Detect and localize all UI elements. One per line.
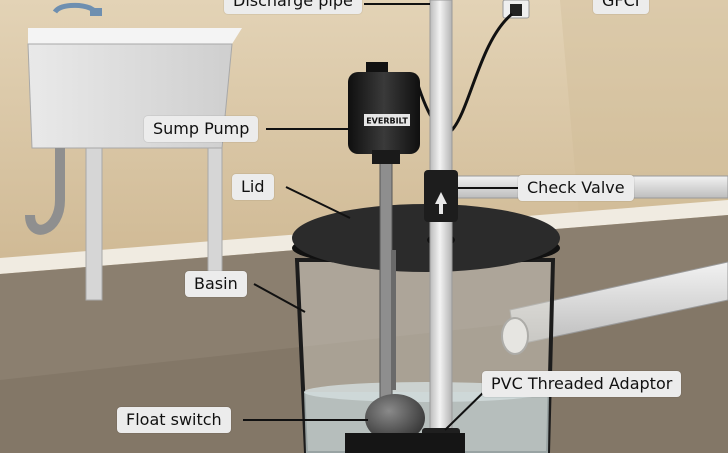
outlet-plug [510, 4, 522, 16]
label-pvc-adaptor: PVC Threaded Adaptor [482, 371, 682, 397]
lid [292, 204, 560, 272]
label-check-valve: Check Valve [518, 175, 634, 201]
leader-lines [243, 3, 520, 431]
pump-brand-text: EVERBILT [366, 117, 408, 126]
inlet-opening [501, 317, 529, 355]
leader-lid [285, 186, 351, 219]
float-ball [365, 394, 425, 442]
label-discharge-pipe: Discharge pipe [224, 0, 362, 14]
label-sump-pump: Sump Pump [144, 116, 259, 142]
label-lid: Lid [232, 174, 274, 200]
pump-badge-bg [364, 114, 410, 126]
label-basin: Basin [185, 271, 247, 297]
discharge-pipe-graphic [429, 0, 453, 453]
label-gfci: GFCI [593, 0, 649, 14]
pump-base [345, 433, 465, 453]
leader-basin [253, 283, 306, 313]
pump-motor [348, 72, 420, 154]
label-float-switch: Float switch [117, 407, 231, 433]
check-valve-arrow [435, 192, 447, 214]
pump-collar [372, 150, 400, 164]
float-rod [391, 250, 396, 390]
